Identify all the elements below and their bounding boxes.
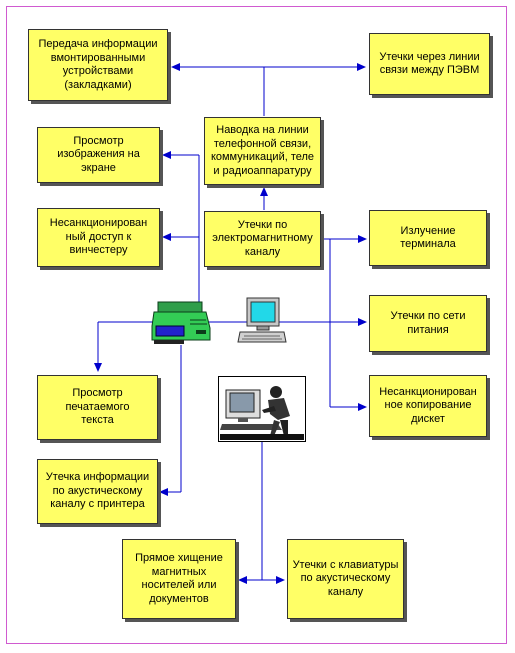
box-em-channel-leaks: Утечки по электромагнитному каналу bbox=[204, 211, 321, 267]
box-diskette-copying: Несанкционирован ное копирование дискет bbox=[369, 375, 487, 437]
printer-icon bbox=[151, 301, 211, 344]
box-terminal-emission: Излучение терминала bbox=[369, 210, 487, 266]
box-phone-lines-pickup: Наводка на линии телефонной связи, комму… bbox=[204, 117, 321, 185]
box-implanted-devices: Передача информации вмонтированными устр… bbox=[28, 29, 168, 101]
box-screen-viewing: Просмотр изображения на экране bbox=[37, 127, 160, 183]
box-pc-network-leaks: Утечки через линии связи между ПЭВМ bbox=[369, 33, 490, 95]
box-hdd-unauthorized-access: Несанкционирован ный доступ к винчестеру bbox=[37, 208, 160, 267]
box-power-network-leaks: Утечки по сети питания bbox=[369, 295, 487, 352]
box-printed-text-viewing: Просмотр печатаемого текста bbox=[37, 375, 158, 440]
operator-at-computer-icon bbox=[218, 376, 306, 442]
diagram-frame bbox=[6, 6, 507, 644]
box-printer-acoustic-leak: Утечка информации по акустическому канал… bbox=[37, 459, 158, 524]
computer-icon bbox=[237, 297, 287, 343]
box-keyboard-acoustic-leaks: Утечки с клавиатуры по акустическому кан… bbox=[287, 539, 404, 619]
box-media-theft: Прямое хищение магнитных носителей или д… bbox=[122, 539, 236, 619]
